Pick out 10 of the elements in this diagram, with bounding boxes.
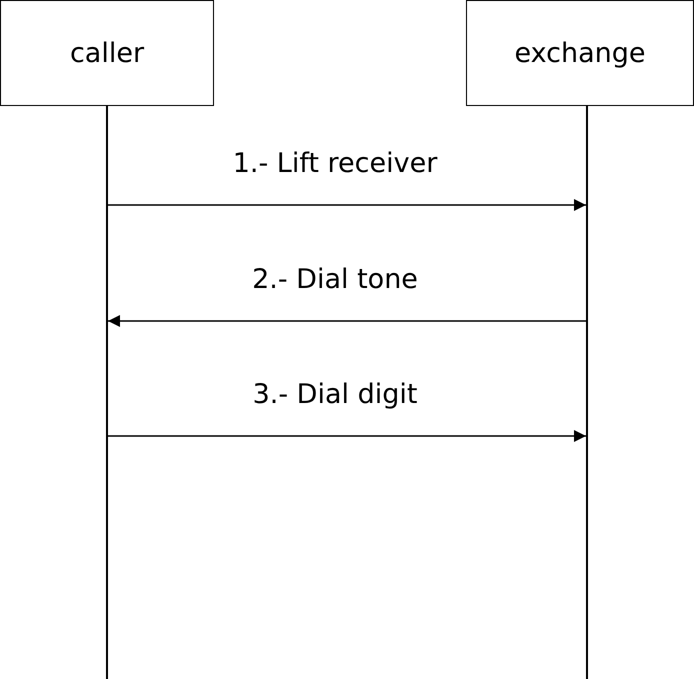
edge-label: 3.- Dial digit [252, 380, 418, 410]
message-arrow [108, 430, 586, 442]
lifeline-head-box [0, 0, 214, 106]
lifeline [106, 106, 108, 679]
message-arrow [108, 315, 586, 327]
participant-name: caller [70, 38, 144, 68]
lifeline [586, 106, 588, 679]
lifeline-head-box [466, 0, 694, 106]
participant-name: exchange [514, 38, 646, 68]
message-arrow [108, 199, 586, 211]
